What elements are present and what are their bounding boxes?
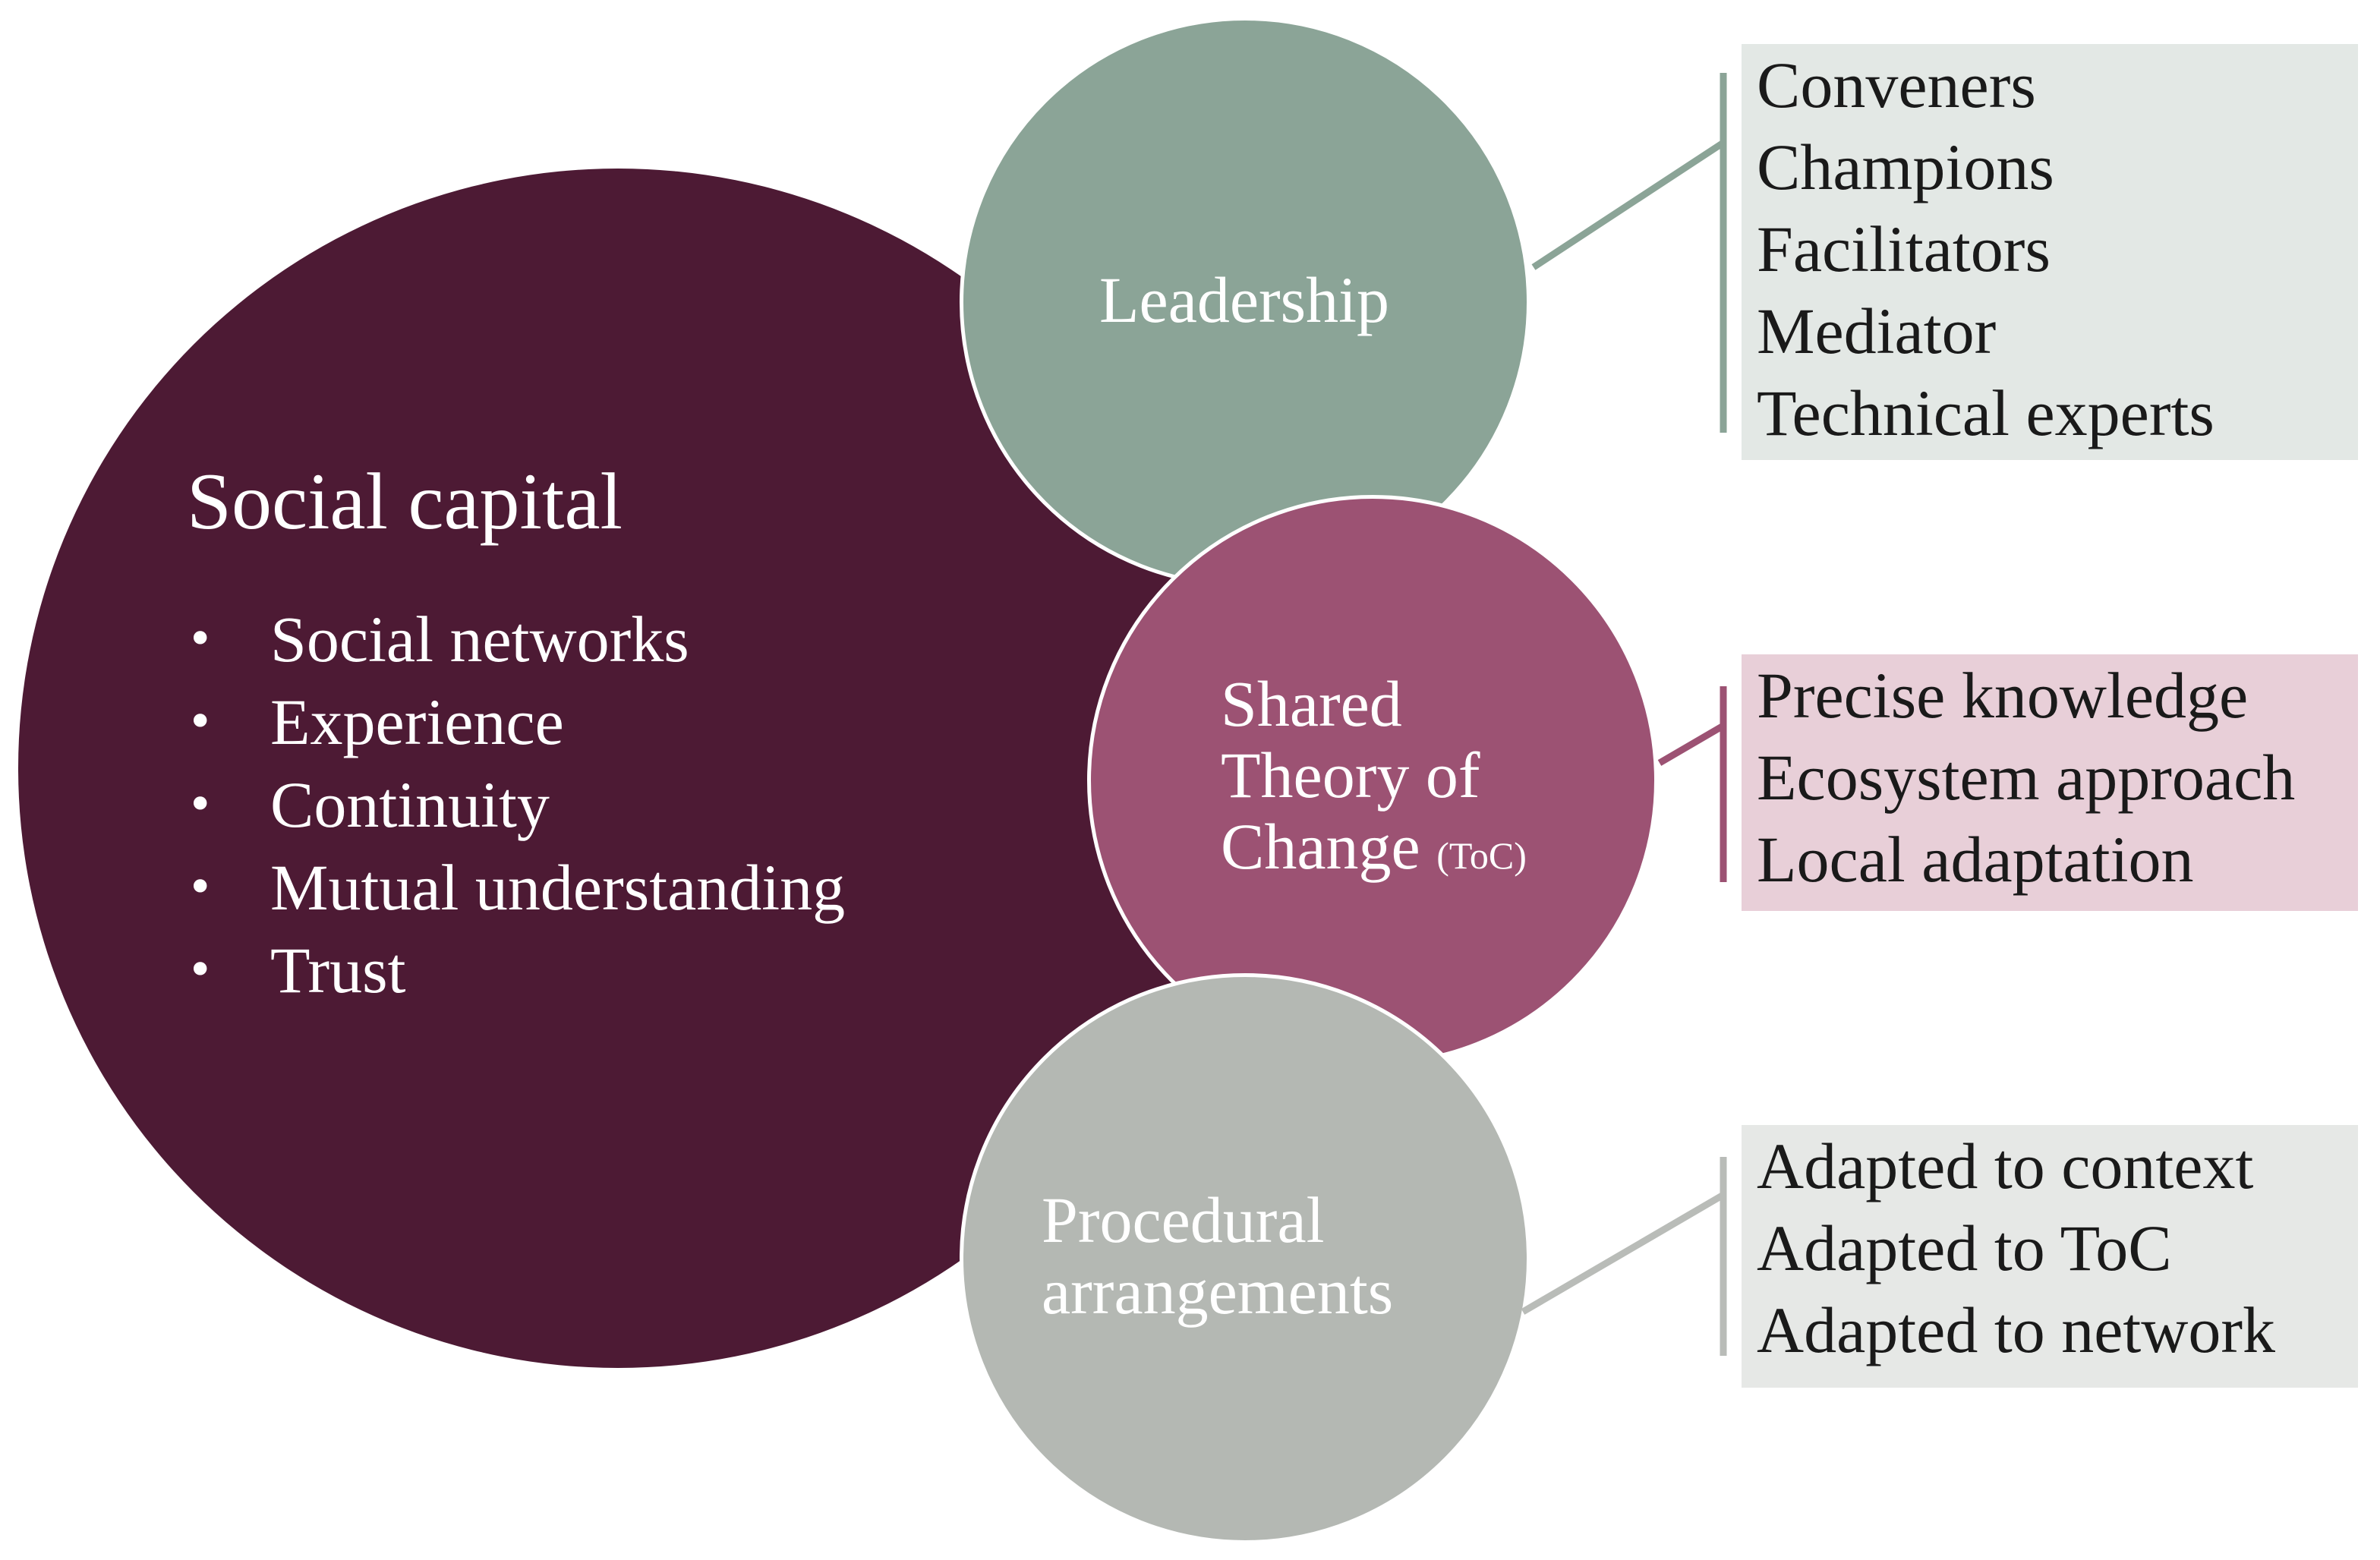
theory-of-change-label: Shared Theory of Change (ToC) — [1221, 668, 1527, 891]
toc-label-line: Change (ToC) — [1221, 811, 1527, 891]
procedural-connector-line — [1521, 1157, 1727, 1356]
social-capital-list: Social networks Experience Continuity Mu… — [187, 598, 845, 1012]
social-capital-item: Experience — [187, 681, 845, 764]
toc-label-abbreviation: (ToC) — [1436, 834, 1527, 877]
toc-label-line: Theory of — [1221, 739, 1480, 812]
toc-details-box: Precise knowledge Ecosystem approach Loc… — [1742, 654, 2358, 911]
leadership-item: Facilitators — [1757, 213, 2051, 285]
toc-item: Ecosystem approach — [1757, 741, 2296, 814]
toc-label-line: Shared — [1221, 667, 1402, 740]
leadership-label: Leadership — [1099, 263, 1390, 336]
leadership-item: Mediator — [1757, 295, 1997, 367]
social-capital-item: Trust — [187, 929, 845, 1012]
toc-connector-line — [1657, 686, 1727, 882]
social-capital-item: Mutual understanding — [187, 846, 845, 929]
social-capital-item: Social networks — [187, 598, 845, 681]
leadership-connector-line — [1531, 73, 1727, 433]
procedural-arrangements-circle — [960, 973, 1530, 1544]
toc-item: Local adaptation — [1757, 823, 2194, 896]
procedural-item: Adapted to context — [1757, 1130, 2254, 1202]
procedural-arrangements-label: Procedural arrangements — [1042, 1184, 1393, 1327]
procedural-label-line: arrangements — [1042, 1255, 1394, 1328]
leadership-circle — [960, 17, 1530, 588]
procedural-item: Adapted to ToC — [1757, 1212, 2172, 1284]
social-capital-item: Continuity — [187, 764, 845, 846]
toc-item: Precise knowledge — [1757, 659, 2249, 732]
procedural-label-line: Procedural — [1042, 1183, 1325, 1256]
procedural-details-box: Adapted to context Adapted to ToC Adapte… — [1742, 1125, 2358, 1388]
leadership-item: Technical experts — [1757, 377, 2215, 449]
leadership-item: Conveners — [1757, 49, 2036, 121]
leadership-item: Champions — [1757, 131, 2054, 203]
procedural-item: Adapted to network — [1757, 1294, 2276, 1366]
toc-label-line-text: Change — [1221, 810, 1420, 883]
social-capital-title: Social capital — [187, 457, 623, 546]
leadership-details-box: Conveners Champions Facilitators Mediato… — [1742, 44, 2358, 460]
